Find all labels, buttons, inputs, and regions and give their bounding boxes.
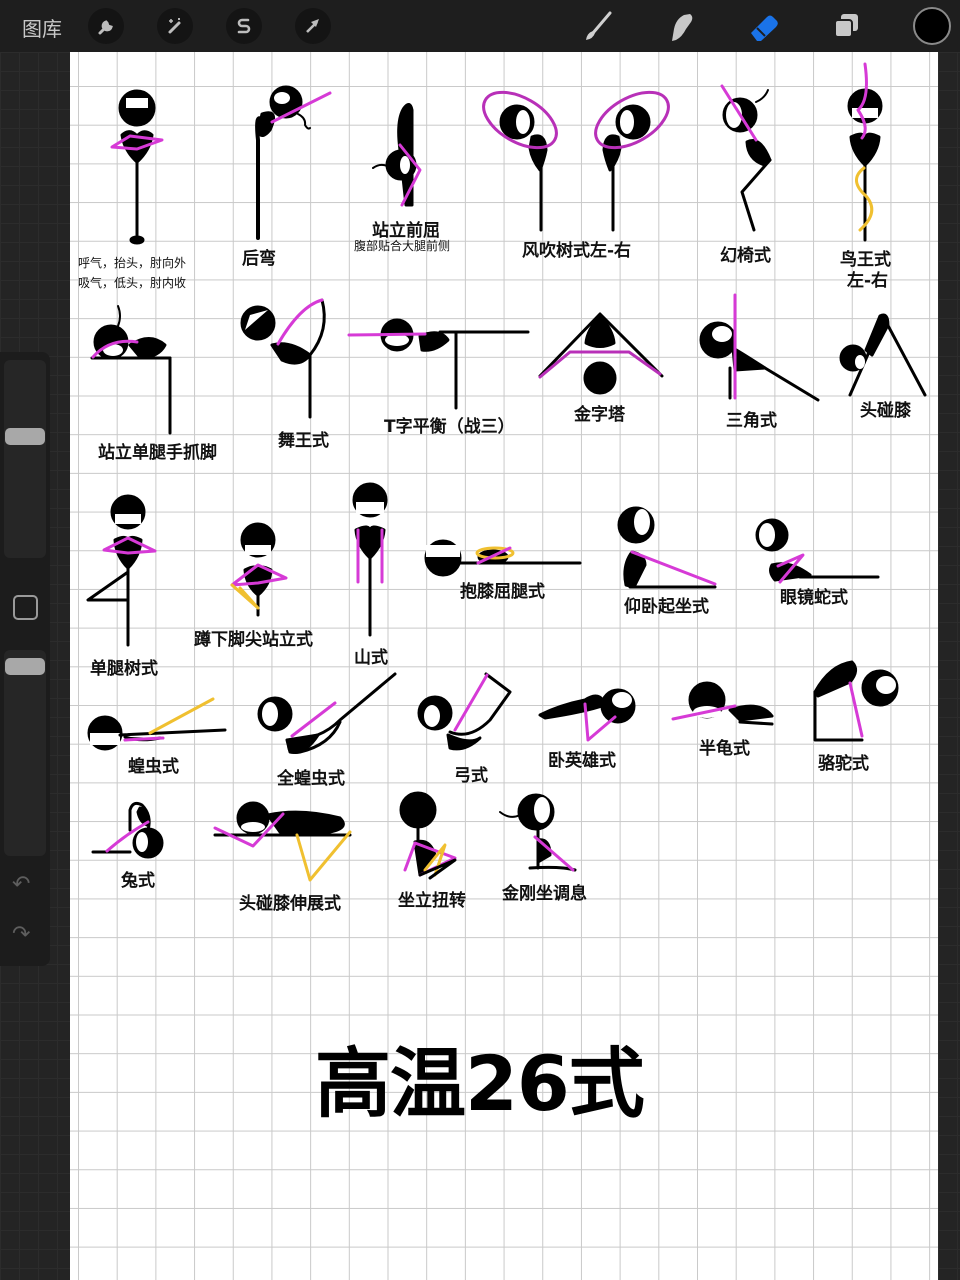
pose-figure-4 — [482, 90, 670, 232]
sidebar: ↶ ↷ — [0, 352, 50, 966]
smudge-finger-icon — [672, 14, 693, 41]
layers-button[interactable] — [829, 8, 865, 44]
selection-s-icon — [237, 18, 251, 34]
adjustments-button[interactable] — [157, 8, 193, 44]
pose-label-16: 抱膝屈腿式 — [460, 582, 545, 602]
color-picker-button[interactable] — [913, 7, 951, 45]
eraser-button[interactable] — [746, 8, 782, 44]
brush-icon — [586, 11, 612, 40]
pose-figure-28 — [499, 793, 577, 872]
layers-icon — [834, 14, 858, 38]
brush-size-thumb[interactable] — [5, 428, 45, 445]
pose-label-22: 卧英雄式 — [548, 751, 616, 771]
pose-label-2: 后弯 — [242, 249, 276, 269]
arrow-cursor-icon — [306, 19, 319, 33]
redo-button[interactable]: ↷ — [12, 922, 31, 947]
pose-figure-13 — [86, 494, 157, 647]
pose-label-27: 坐立扭转 — [398, 891, 466, 911]
pose-figure-15 — [352, 482, 388, 637]
pose-note-3: 腹部贴合大腿前侧 — [354, 239, 451, 253]
pose-label-11: 三角式 — [726, 411, 777, 431]
pose-figure-22 — [538, 688, 636, 742]
pose-figure-25 — [91, 801, 164, 859]
pose-figure-18 — [755, 518, 880, 584]
pose-label-26: 头碰膝伸展式 — [239, 894, 341, 914]
modify-button[interactable] — [13, 595, 38, 620]
selection-button[interactable] — [226, 8, 262, 44]
pose-label-9: T字平衡（战三） — [384, 417, 515, 437]
pose-figure-20 — [257, 672, 397, 754]
transform-button[interactable] — [295, 8, 331, 44]
pose-figure-24 — [813, 660, 899, 742]
pose-label-7: 站立单腿手抓脚 — [98, 443, 217, 463]
pose-note-1b: 吸气，低头，肘内收 — [78, 276, 187, 290]
pose-figure-10 — [538, 312, 664, 395]
pose-figure-3 — [372, 103, 422, 207]
pose-figure-19 — [87, 697, 227, 751]
pose-figure-7 — [90, 305, 172, 435]
pose-label-23: 半龟式 — [699, 739, 750, 759]
pose-label-14: 蹲下脚尖站立式 — [194, 630, 313, 650]
pose-figure-1 — [110, 89, 164, 245]
pose-figure-5 — [720, 84, 772, 232]
pose-figure-2 — [255, 85, 332, 240]
wrench-icon — [98, 20, 113, 35]
pose-label-17: 仰卧起坐式 — [624, 597, 709, 617]
brush-size-slider[interactable] — [4, 360, 46, 558]
opacity-thumb[interactable] — [5, 658, 45, 675]
pose-figure-23 — [671, 681, 774, 726]
pose-label-3: 站立前屈 — [372, 221, 440, 241]
pose-label-21: 弓式 — [454, 766, 488, 786]
pose-figure-6 — [847, 62, 883, 242]
canvas-title: 高温26式 — [315, 1039, 645, 1128]
pose-label-8: 舞王式 — [278, 431, 329, 451]
brush-button[interactable] — [580, 8, 616, 44]
opacity-slider[interactable] — [4, 650, 46, 856]
pose-label-15: 山式 — [354, 648, 388, 668]
pose-label-10: 金字塔 — [574, 405, 625, 425]
pose-figure-26 — [213, 801, 352, 882]
pose-note-1a: 呼气，抬头，肘向外 — [78, 256, 187, 270]
pose-label-19: 蝗虫式 — [128, 757, 179, 777]
pose-label-18: 眼镜蛇式 — [780, 588, 848, 608]
pose-label-24: 骆驼式 — [818, 754, 869, 774]
magic-wand-icon — [168, 18, 181, 34]
pose-label-20: 全蝗虫式 — [277, 769, 345, 789]
smudge-button[interactable] — [663, 8, 699, 44]
drawing-canvas[interactable]: 呼气，抬头，肘向外 吸气，低头，肘内收 后弯 站立前屈 腹部贴合大腿前侧 风吹树… — [70, 52, 938, 1280]
pose-label-13: 单腿树式 — [90, 659, 158, 679]
pose-label-12: 头碰膝 — [860, 401, 911, 421]
pose-label-6: 鸟王式 — [840, 250, 891, 270]
pose-label-25: 兔式 — [121, 871, 155, 891]
top-toolbar: 图库 — [0, 0, 960, 52]
gallery-button[interactable]: 图库 — [22, 17, 62, 41]
pose-label-5: 幻椅式 — [720, 246, 771, 266]
eraser-icon — [751, 15, 778, 41]
pose-figure-14 — [230, 522, 288, 617]
pose-figure-21 — [417, 672, 512, 751]
pose-figure-11 — [699, 293, 820, 402]
pose-figure-27 — [399, 791, 457, 880]
pose-figure-9 — [347, 318, 530, 410]
pose-figure-16 — [424, 539, 582, 577]
right-background — [938, 52, 960, 1280]
undo-button[interactable]: ↶ — [12, 872, 31, 897]
pose-figure-8 — [240, 298, 326, 419]
pose-label-28: 金刚坐调息 — [502, 884, 587, 904]
pose-figure-17 — [617, 506, 717, 589]
pose-figure-12 — [839, 313, 927, 397]
pose-label-6b: 左-右 — [847, 271, 889, 291]
pose-illustrations — [86, 62, 927, 882]
actions-button[interactable] — [88, 8, 124, 44]
pose-label-4: 风吹树式左-右 — [522, 241, 632, 261]
